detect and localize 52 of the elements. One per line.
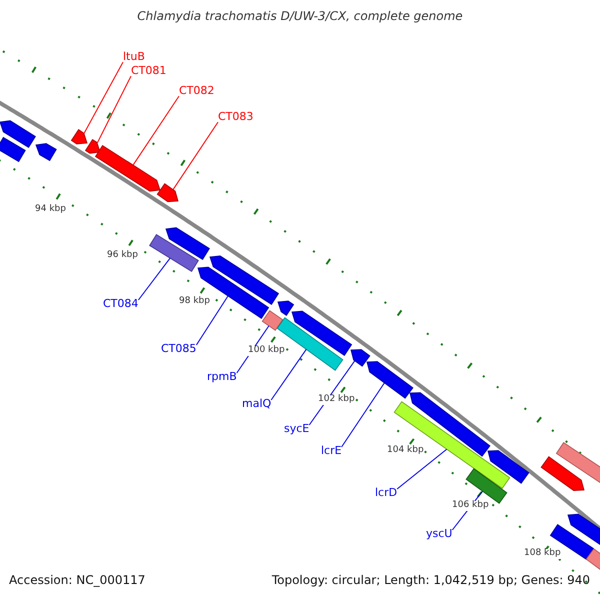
scale-label: 96 kbp [107,251,138,261]
scale-label: 108 kbp [524,549,561,559]
gene-bar [35,143,57,162]
gene-bar [209,255,280,306]
gene-label: CT084 [103,298,138,310]
gene-bar [156,183,179,202]
gene-bar [262,310,284,331]
gene-bar [586,548,600,571]
gene-label: CT081 [131,65,166,78]
gene-label: CT085 [161,343,196,356]
gene-label: sycE [284,423,310,436]
accession-note: Accession: NC_000117 [9,574,146,588]
gene-label: yscU [426,528,452,540]
gene-label: CT083 [218,111,254,124]
scale-label: 104 kbp [387,446,424,456]
gene-bar [540,456,585,491]
gene-bar [410,392,490,457]
gene-label: malQ [242,398,272,410]
leader-line [132,96,180,166]
gene-label: CT082 [179,85,214,98]
gene-bar [70,129,88,144]
scale-label: 94 kbp [35,205,66,215]
leader-line [341,382,385,448]
genome-stats-note: Topology: circular; Length: 1,042,519 bp; Genes: 940 [272,574,590,588]
gene-bar [94,144,161,192]
gene-bar [350,349,370,367]
leader-line [138,258,171,300]
title: Chlamydia trachomatis D/UW-3/CX, complete genome [136,10,464,24]
gene-bar [0,120,36,148]
scale-label: 102 kbp [318,395,355,405]
gene-bar [366,361,414,399]
leader-line [96,76,132,144]
gene-bar [556,442,600,484]
gene-bar [0,136,26,162]
leader-line [84,62,124,134]
gene-bar [149,234,199,272]
gene-bar [487,450,530,484]
gene-bar [567,514,600,546]
gene-bar [84,138,101,154]
scale-label: 106 kbp [452,501,489,511]
gene-label: rpmB [207,371,237,384]
gene-bar [165,227,210,260]
scale-label: 98 kbp [179,297,210,307]
leader-line [396,448,448,490]
gene-bar [291,310,352,356]
leader-line [270,348,307,400]
gene-label: lcrE [321,445,342,458]
leader-line [196,295,228,346]
gene-label: lcrD [375,487,398,500]
leader-line [172,122,218,190]
gene-label: ltuB [123,51,145,64]
scale-label: 100 kbp [248,346,285,356]
